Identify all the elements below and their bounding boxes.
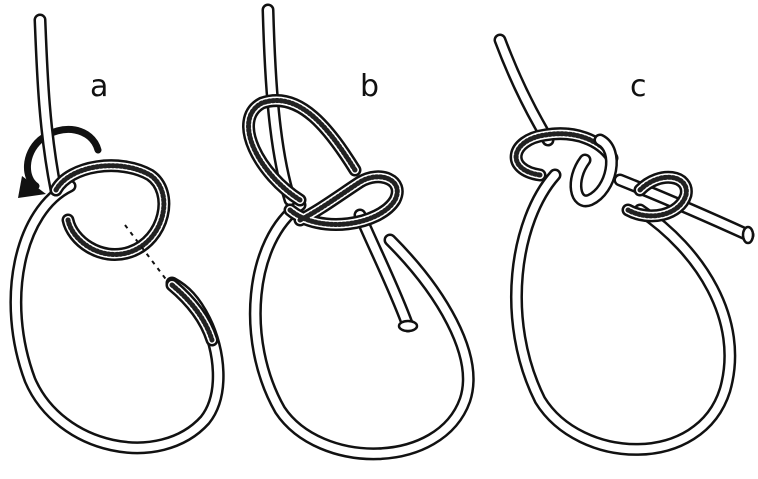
step-b-working-end (360, 215, 417, 331)
step-a-small-loop (56, 166, 164, 255)
step-b: b (249, 10, 469, 454)
step-a-main-loop (16, 186, 218, 448)
step-b-label: b (360, 69, 379, 104)
step-a: a (16, 20, 218, 448)
step-a-label: a (90, 69, 108, 104)
step-a-standing-part (40, 20, 56, 190)
step-b-main-loop (255, 205, 468, 454)
step-c: c (500, 40, 753, 449)
step-c-wrap (576, 140, 612, 201)
step-b-upper-bight (249, 101, 355, 200)
step-c-standing-part (500, 40, 548, 140)
step-c-label: c (630, 69, 647, 104)
